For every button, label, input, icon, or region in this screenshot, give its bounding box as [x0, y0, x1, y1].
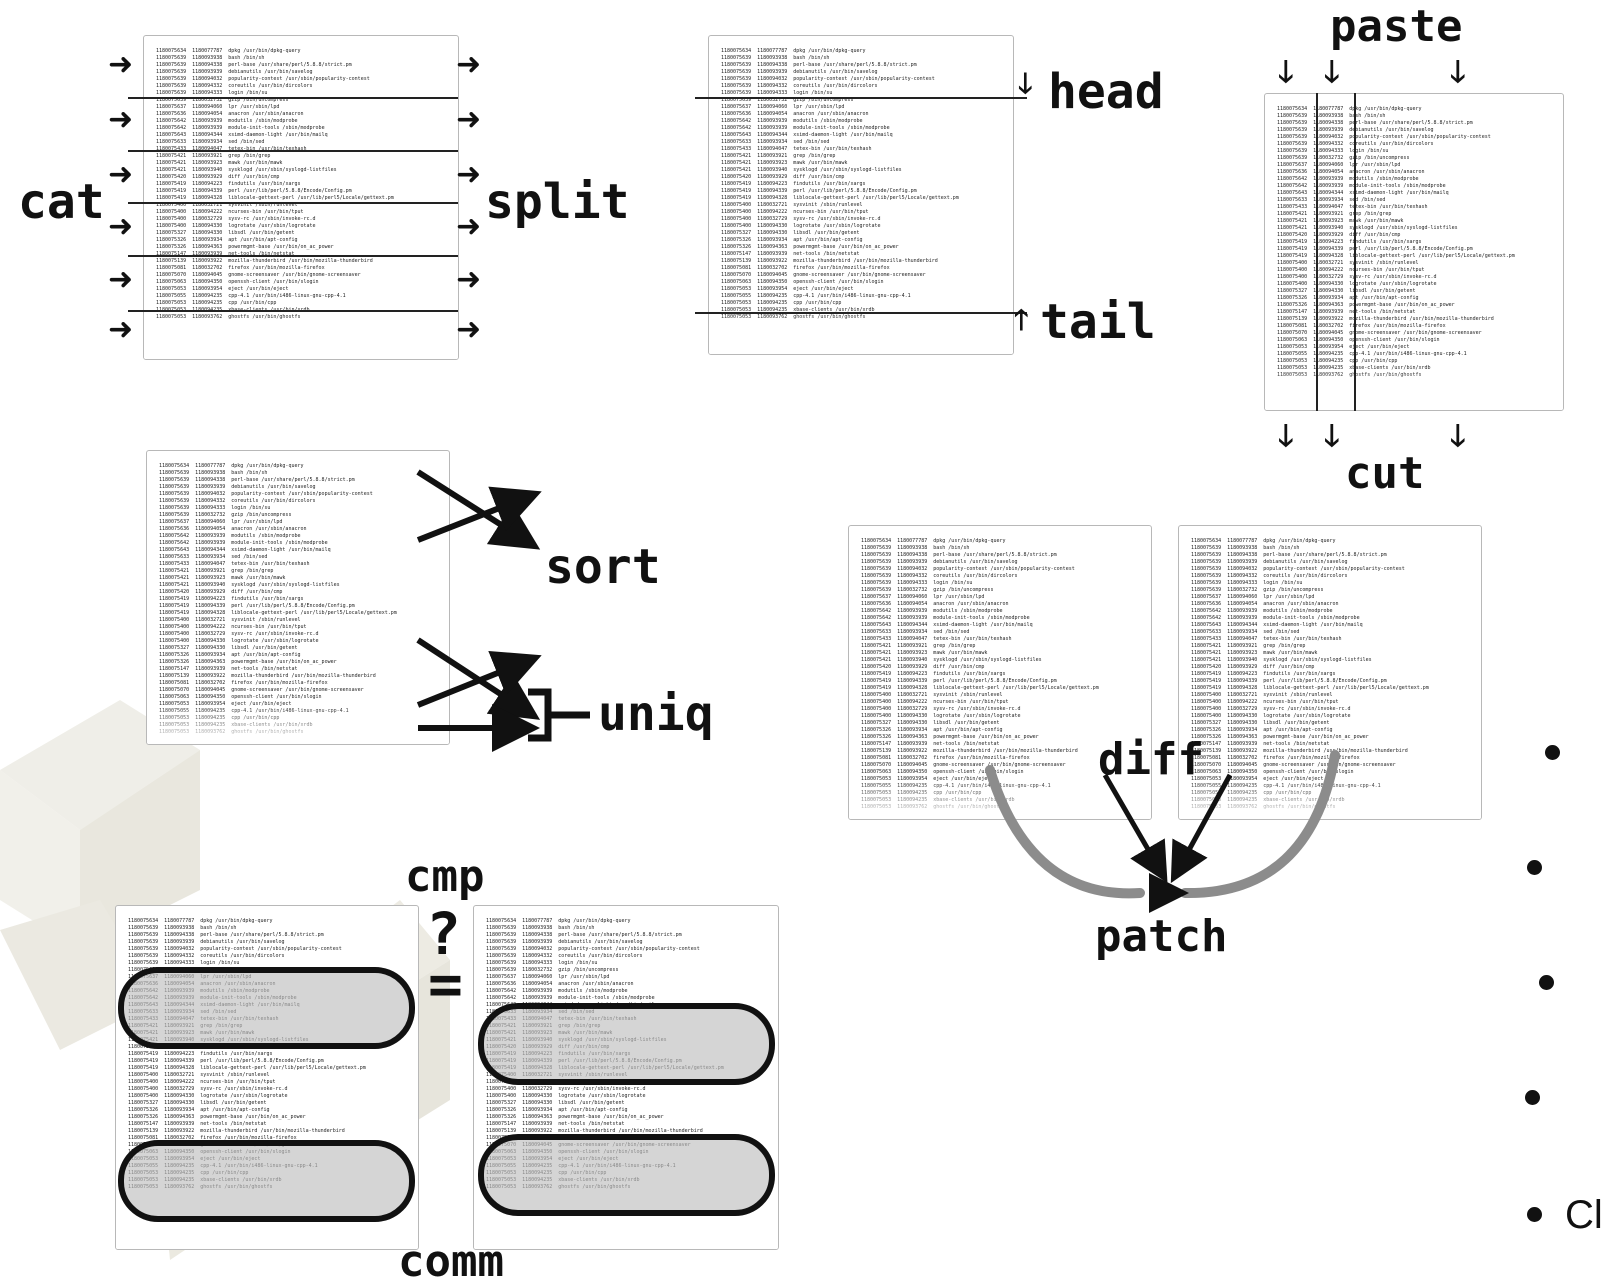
- document-lines: 1180075634 1180077787 dpkg /usr/bin/dpkg…: [156, 48, 394, 320]
- right-arrow-icon: ➜: [108, 209, 134, 244]
- cmp-label: cmp: [405, 851, 485, 902]
- column-divider: [1354, 93, 1356, 411]
- right-arrow-icon: ➜: [456, 262, 482, 297]
- split-divider: [128, 202, 458, 204]
- bullet-point: [1527, 1207, 1542, 1222]
- right-arrow-icon: ➜: [456, 157, 482, 192]
- right-arrow-icon: ➜: [108, 262, 134, 297]
- down-arrow-icon: 🡓: [1278, 55, 1294, 90]
- common-lines-highlight: [118, 967, 415, 1049]
- bullet-point: [1525, 1090, 1540, 1105]
- column-divider: [1316, 93, 1318, 411]
- paste-label: paste: [1330, 1, 1463, 52]
- document-lines: 1180075634 1180077787 dpkg /usr/bin/dpkg…: [721, 48, 959, 320]
- right-arrow-icon: ➜: [456, 102, 482, 137]
- paste-cut-document: 1180075634 1180077787 dpkg /usr/bin/dpkg…: [1264, 93, 1564, 411]
- right-arrow-icon: ➜: [108, 157, 134, 192]
- cut-label: cut: [1345, 448, 1425, 499]
- patch-label: patch: [1095, 911, 1228, 962]
- cat-label: cat: [18, 174, 105, 230]
- down-arrow-icon: 🡓: [1324, 419, 1340, 454]
- common-lines-highlight: [118, 1140, 415, 1222]
- tail-label: tail: [1040, 294, 1156, 350]
- split-divider: [128, 150, 458, 152]
- uniq-label: uniq: [598, 686, 714, 742]
- right-arrow-icon: ➜: [456, 312, 482, 347]
- sort-uniq-document: 1180075634 1180077787 dpkg /usr/bin/dpkg…: [146, 450, 450, 745]
- common-lines-highlight: [478, 1003, 775, 1085]
- sort-label: sort: [545, 539, 661, 595]
- split-label: split: [485, 174, 630, 230]
- split-divider: [128, 310, 458, 312]
- bullet-point: [1527, 860, 1542, 875]
- head-cut-line: [695, 97, 1027, 99]
- head-tail-document: 1180075634 1180077787 dpkg /usr/bin/dpkg…: [708, 35, 1014, 355]
- cat-split-document: 1180075634 1180077787 dpkg /usr/bin/dpkg…: [143, 35, 459, 360]
- down-arrow-icon: 🡓: [1324, 55, 1340, 90]
- common-lines-highlight: [478, 1134, 775, 1216]
- bullet-point: [1545, 745, 1560, 760]
- diff-label: diff: [1098, 734, 1204, 785]
- split-divider: [128, 255, 458, 257]
- comm-label: comm: [398, 1236, 504, 1287]
- right-arrow-icon: ➜: [108, 102, 134, 137]
- split-divider: [128, 97, 458, 99]
- question-mark: ?: [426, 900, 461, 968]
- down-arrow-icon: 🡓: [1450, 55, 1466, 90]
- right-arrow-icon: ➜: [456, 209, 482, 244]
- right-arrow-icon: ➜: [456, 47, 482, 82]
- down-arrow-icon: 🡓: [1450, 419, 1466, 454]
- bullet-point: [1539, 975, 1554, 990]
- tail-cut-line: [695, 312, 1027, 314]
- head-label: head: [1048, 64, 1164, 120]
- down-arrow-icon: 🡓: [1018, 67, 1033, 100]
- right-arrow-icon: ➜: [108, 47, 134, 82]
- up-arrow-icon: 🡑: [1014, 303, 1029, 336]
- right-arrow-icon: ➜: [108, 312, 134, 347]
- down-arrow-icon: 🡓: [1278, 419, 1294, 454]
- equals-sign: =: [428, 950, 463, 1018]
- bullet-text: Cl: [1565, 1193, 1603, 1237]
- diff-left-document: 1180075634 1180077787 dpkg /usr/bin/dpkg…: [848, 525, 1152, 820]
